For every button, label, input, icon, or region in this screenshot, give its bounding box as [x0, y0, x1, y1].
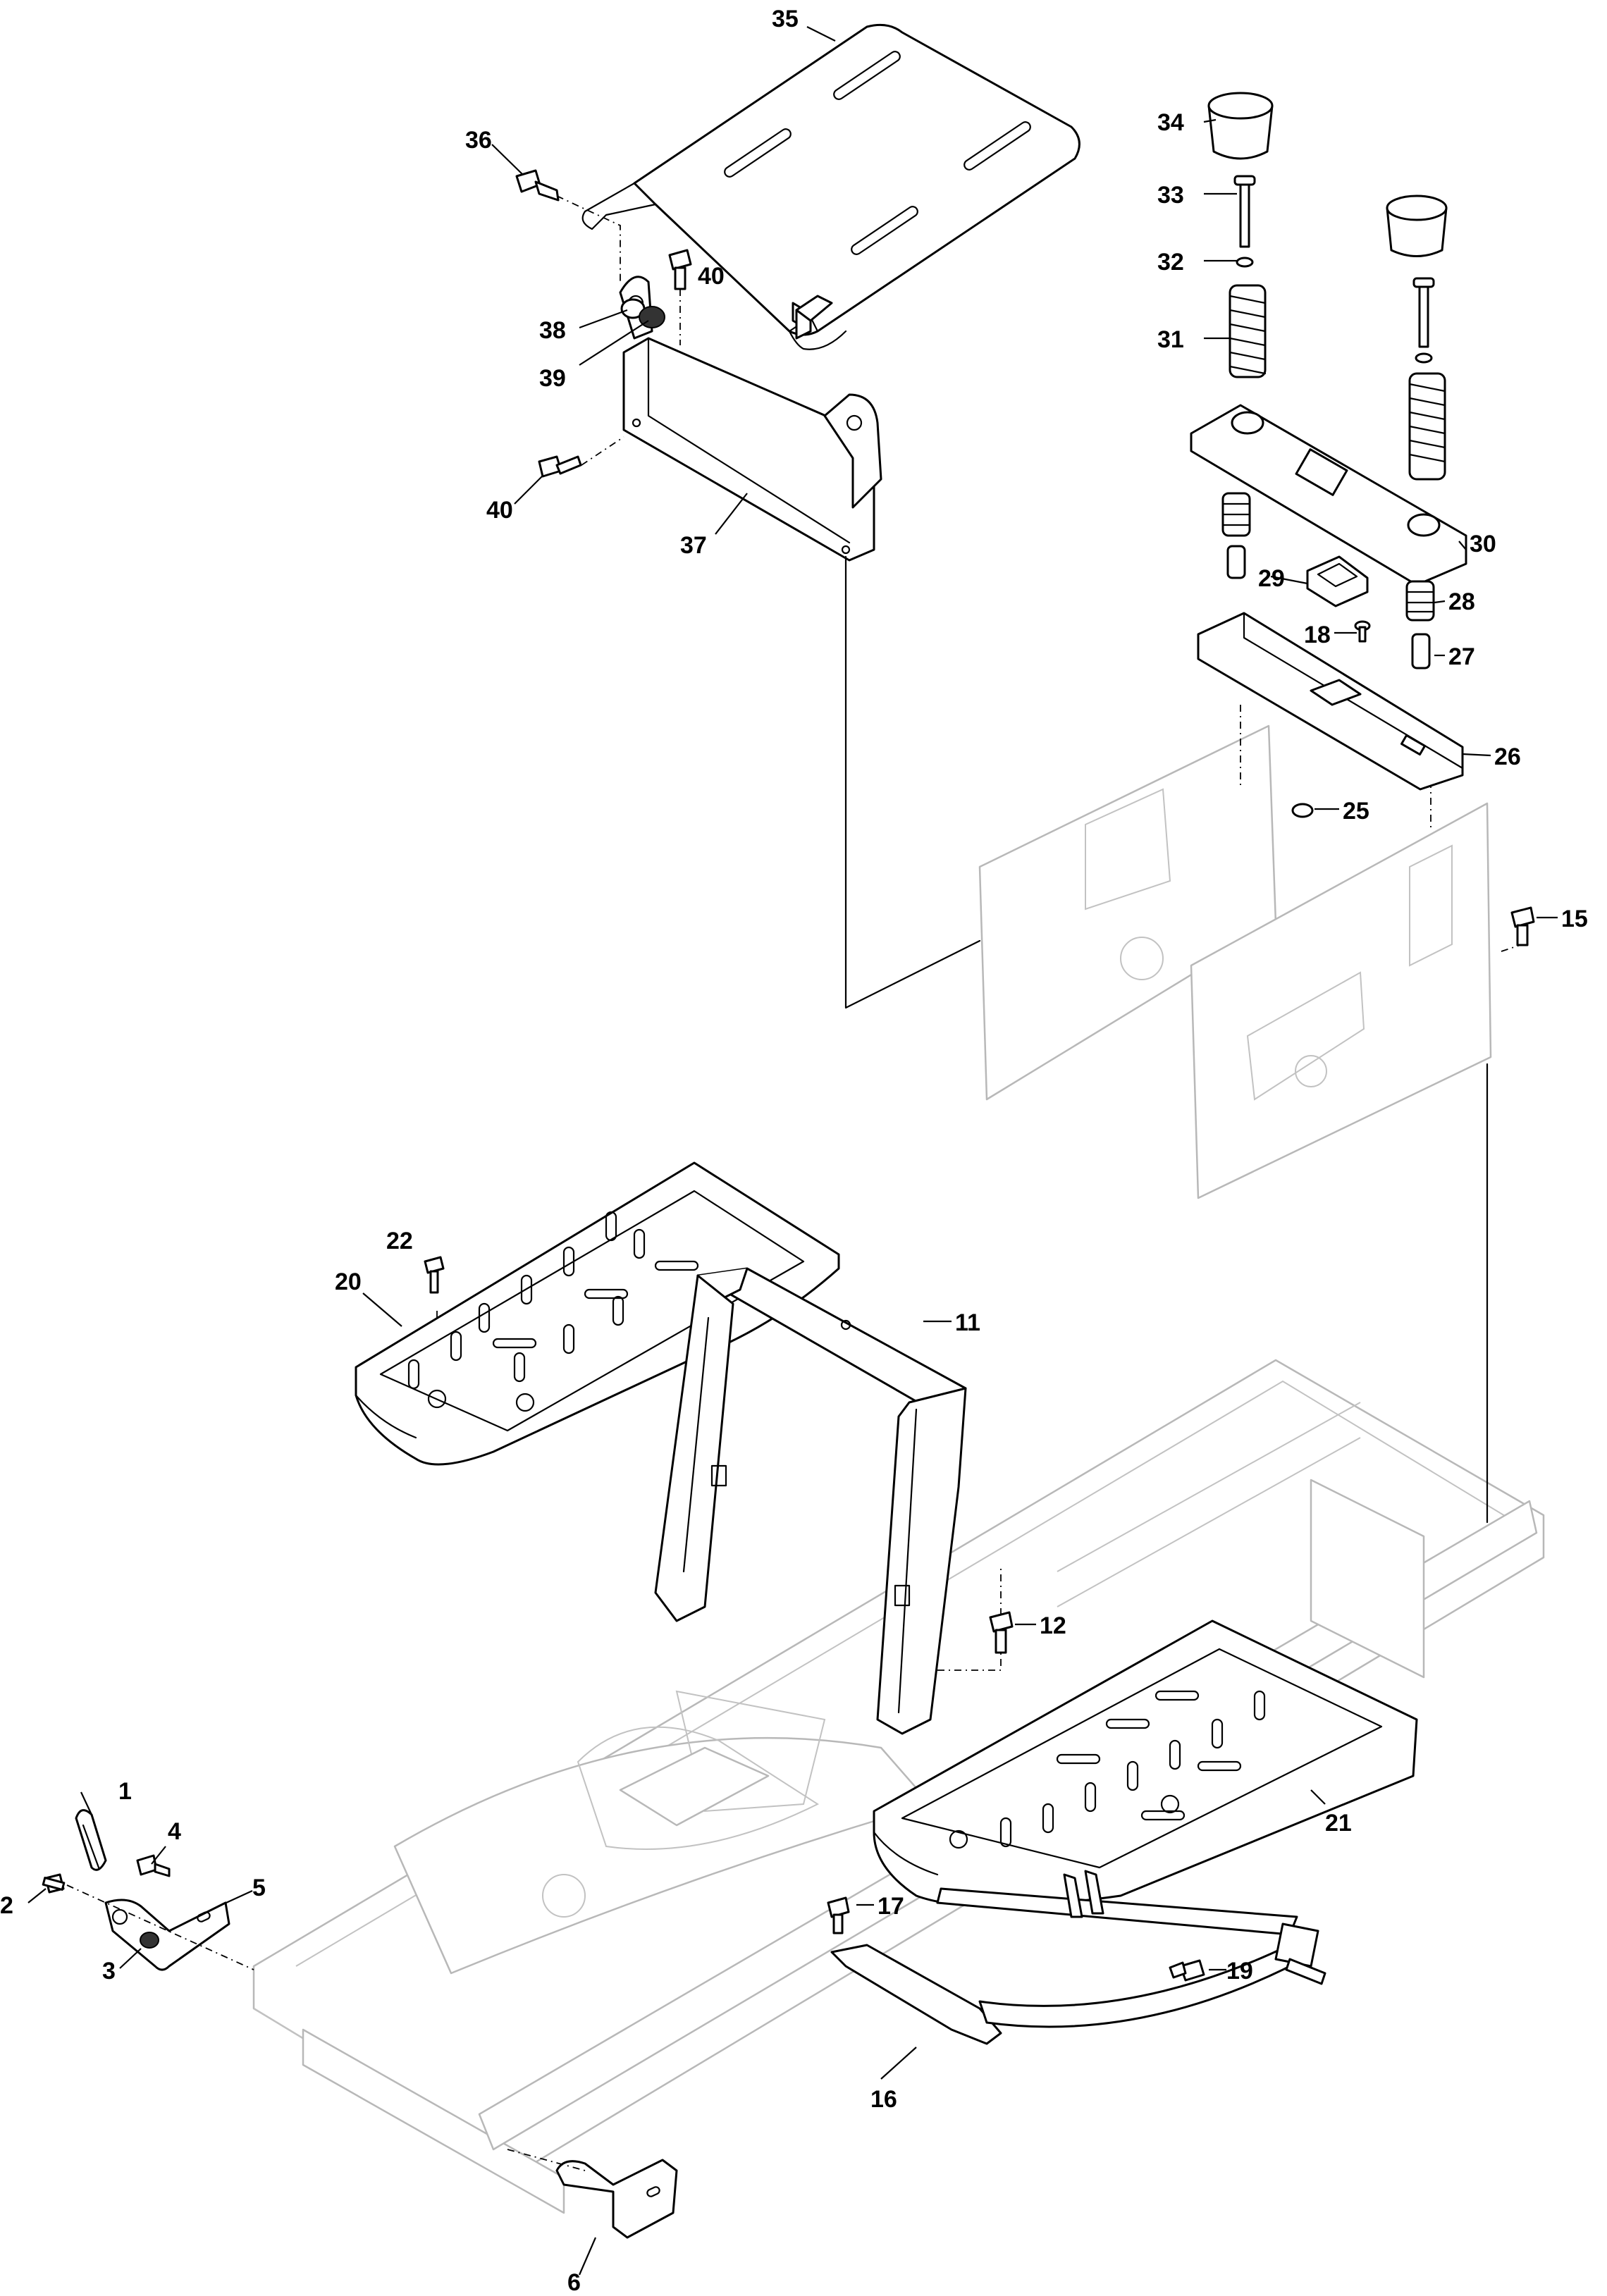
seat-rail-part-26 — [1197, 612, 1464, 791]
bolt-part-33 — [1233, 175, 1435, 348]
upper-slide-part-30 — [1190, 404, 1467, 586]
footrest-left-part-20 — [355, 1161, 840, 1466]
callout-39: 39 — [539, 365, 566, 392]
nut-part-25 — [1291, 803, 1314, 818]
pin-part-2 — [42, 1873, 66, 1894]
callout-32: 32 — [1157, 249, 1184, 276]
callout-16: 16 — [870, 2086, 897, 2113]
leader-lines — [27, 26, 1558, 2276]
bolt-part-15 — [1510, 906, 1535, 946]
callout-15: 15 — [1561, 906, 1588, 932]
callout-33: 33 — [1157, 182, 1184, 209]
callout-18: 19 — [1226, 1958, 1253, 1985]
callout-37: 37 — [680, 532, 707, 559]
bolt-part-12 — [989, 1611, 1014, 1654]
callout-36: 36 — [465, 127, 492, 154]
bolt-part-40-top — [668, 249, 692, 290]
bolt-part-36 — [515, 169, 560, 202]
seat-mount-plates-ghost — [978, 724, 1492, 1199]
bolt-part-17 — [827, 1896, 850, 1934]
callout-22: 22 — [386, 1228, 413, 1254]
callout-34: 34 — [1157, 109, 1184, 136]
seat-pan-part-35 — [581, 23, 1080, 350]
callout-1: 1 — [118, 1778, 132, 1805]
seat-fasteners — [515, 169, 692, 478]
callout-40-top: 40 — [698, 263, 725, 290]
roll-frame-part-11 — [654, 1267, 967, 1735]
bracket-part-6 — [555, 2159, 678, 2239]
bolt-part-4 — [136, 1854, 171, 1877]
hitch-pin-part-1 — [75, 1809, 107, 1871]
callout-3: 3 — [102, 1958, 116, 1985]
washer-part-32 — [1236, 257, 1433, 364]
callout-12: 12 — [1040, 1612, 1066, 1639]
callout-19: 18 — [1304, 622, 1331, 648]
callout-40-bottom: 40 — [486, 497, 513, 524]
dash-lead-5 — [66, 1884, 254, 1970]
callout-35: 35 — [772, 6, 799, 32]
knob-part-34 — [1207, 92, 1448, 257]
spring-part-31 — [1229, 284, 1446, 481]
callout-29: 29 — [1258, 565, 1285, 592]
pin-part-27 — [1411, 633, 1431, 669]
callout-6: 6 — [567, 2269, 581, 2296]
callout-30: 30 — [1470, 531, 1496, 557]
callout-20: 20 — [335, 1269, 362, 1295]
callout-17: 17 — [878, 1893, 904, 1920]
callout-27: 27 — [1448, 643, 1475, 670]
bolt-part-18 — [1169, 1959, 1205, 1982]
callout-4: 4 — [168, 1818, 181, 1845]
dash-lead-6 — [507, 2149, 586, 2171]
callout-26: 26 — [1494, 743, 1521, 770]
callout-28: 28 — [1448, 588, 1475, 615]
tread-bars-left — [407, 1211, 699, 1390]
spring-part-28 — [1405, 580, 1435, 622]
bracket-part-5 — [104, 1899, 230, 1971]
spring-part-28-left — [1221, 492, 1251, 579]
callout-21: 21 — [1325, 1810, 1352, 1837]
pad-part-29 — [1306, 555, 1369, 607]
nut-part-3 — [140, 1932, 159, 1949]
tread-bars-right — [999, 1690, 1266, 1848]
bolt-part-40-bottom — [538, 455, 582, 478]
callout-2: 2 — [0, 1892, 13, 1919]
callout-labels: 35 36 40 38 39 40 37 34 33 32 31 30 29 2… — [0, 6, 1588, 2296]
screw-part-19 — [1354, 620, 1371, 643]
callout-11: 11 — [955, 1309, 980, 1336]
callout-25: 25 — [1343, 798, 1369, 825]
callout-31: 31 — [1157, 326, 1184, 353]
crossbar-part-16 — [830, 1870, 1326, 2045]
screw-part-22 — [424, 1256, 445, 1294]
callout-38: 38 — [539, 317, 566, 344]
callout-5: 5 — [252, 1875, 266, 1901]
